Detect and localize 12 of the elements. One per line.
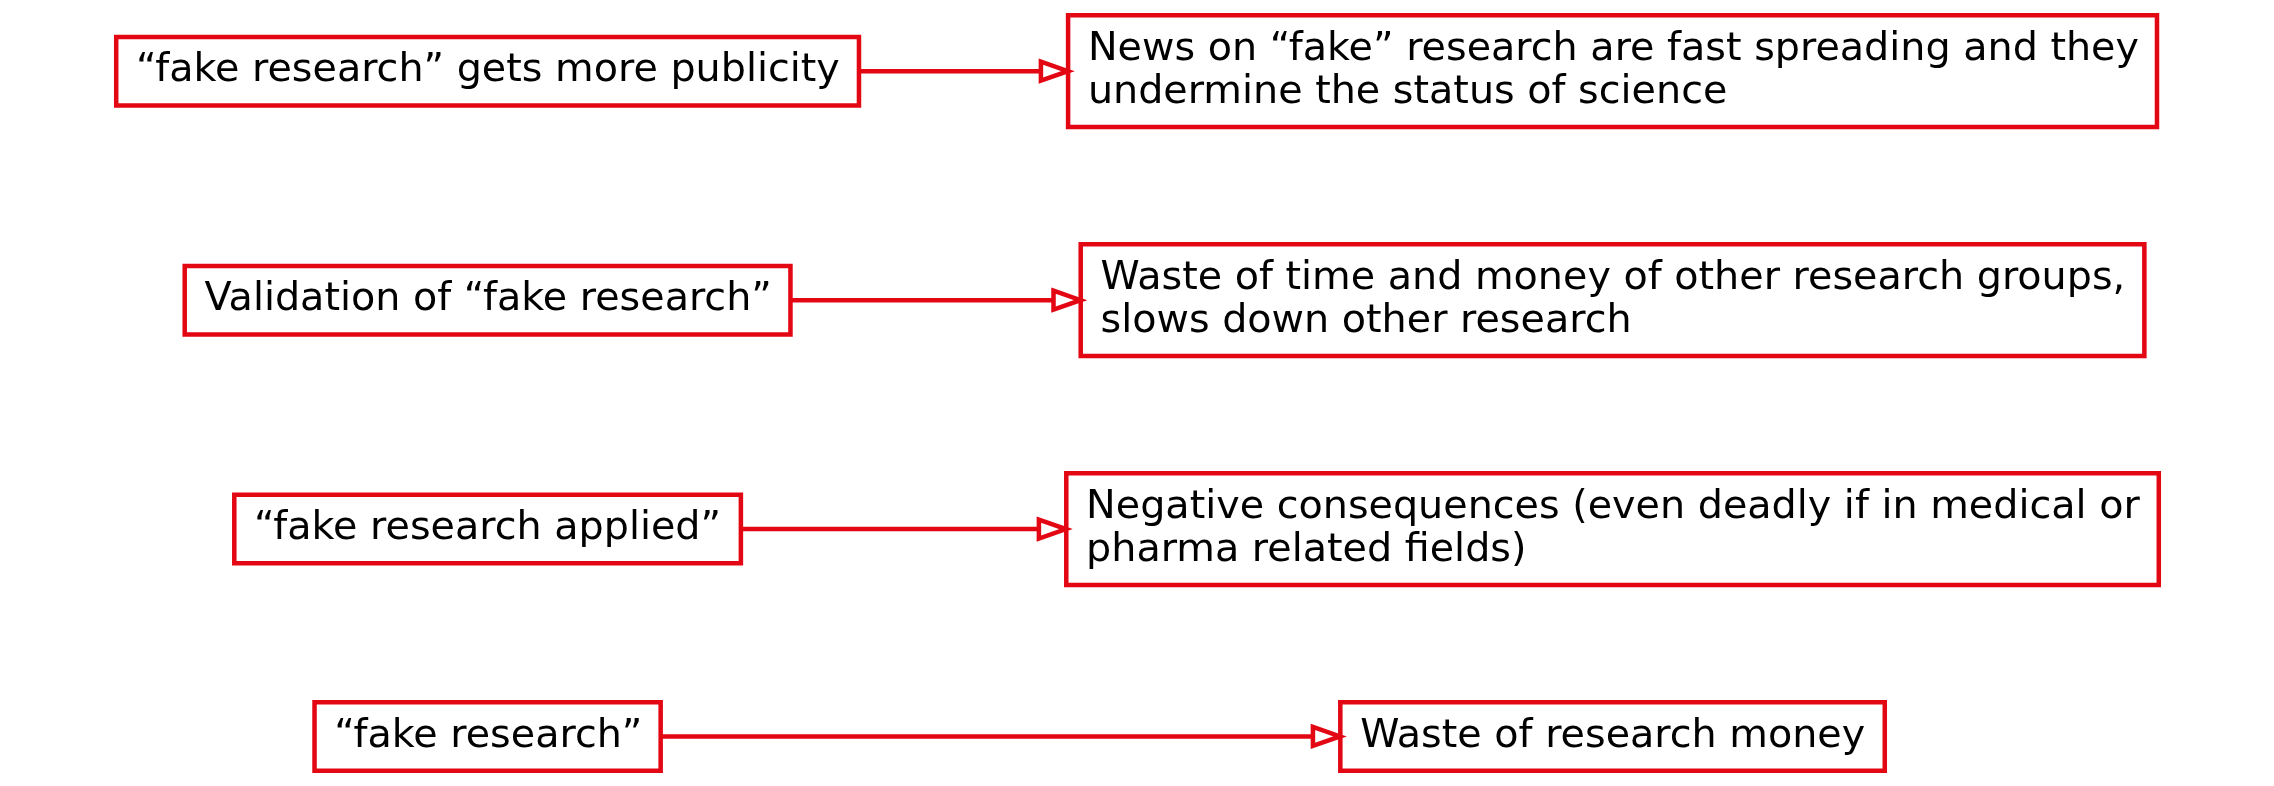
node-box: Waste of research money	[1337, 699, 1887, 773]
arrow	[859, 58, 1075, 84]
node-box: “fake research”	[311, 699, 663, 773]
node-box: Negative consequences (even deadly if in medical or pharma related fields)	[1063, 470, 2161, 588]
node-box: “fake research” gets more publicity	[113, 34, 861, 108]
arrow	[790, 287, 1087, 313]
node-box: News on “fake” research are fast spreading and they undermine the status of science	[1065, 13, 2159, 130]
node-box: Validation of “fake research”	[181, 263, 793, 337]
node-box: Waste of time and money of other research groups, slows down other research	[1077, 242, 2147, 359]
node-box: “fake research applied”	[231, 492, 743, 566]
arrow	[660, 723, 1347, 750]
arrow	[740, 516, 1073, 542]
